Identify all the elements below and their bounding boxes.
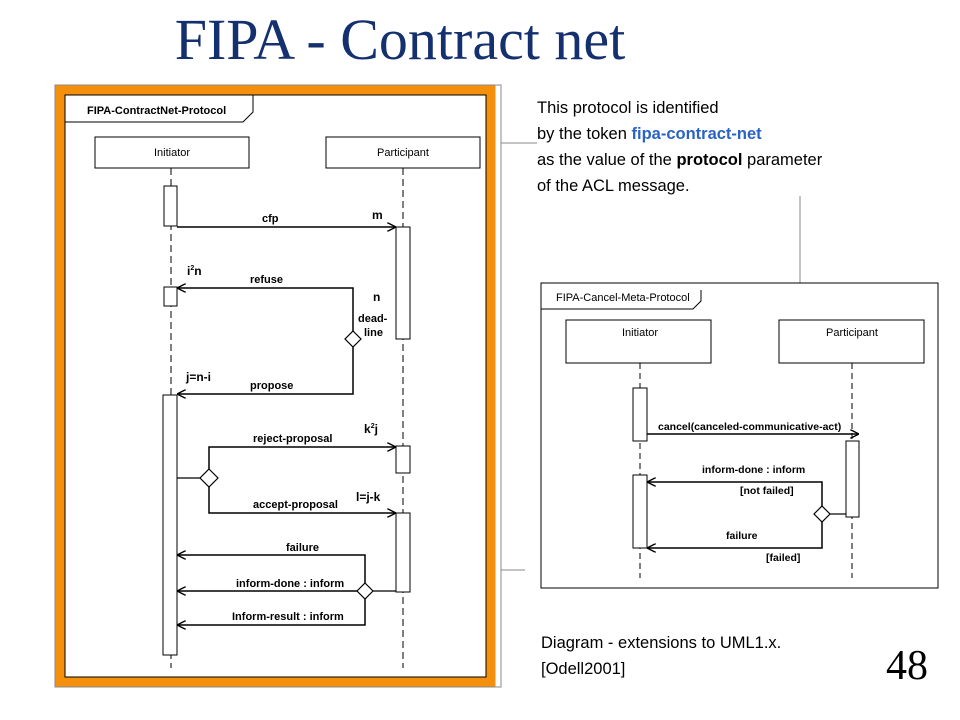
caption-line-1: Diagram - extensions to UML1.x. (541, 634, 782, 652)
cancel-meta-frame-label: FIPA-Cancel-Meta-Protocol (556, 292, 690, 304)
n-annotation: n (373, 290, 380, 304)
cancel-inform-done-arrow (647, 482, 823, 506)
inform-done-label: inform-done : inform (236, 578, 344, 590)
cancel-failure-label: failure (726, 530, 758, 542)
note-line-3-prefix: as the value of the (537, 151, 677, 169)
note-line-3-suffix: parameter (742, 151, 823, 169)
accept-proposal-arrow (208, 487, 396, 513)
participant-label: Participant (377, 147, 429, 159)
contract-net-outer-frame (54, 84, 502, 688)
protocol-note: This protocol is identified by the token… (537, 95, 937, 199)
cancel-inform-done-label: inform-done : inform (702, 464, 805, 476)
propose-label: propose (250, 380, 293, 392)
contract-net-label-tab (65, 95, 254, 123)
failure-arrow (177, 555, 366, 583)
participant-head (325, 136, 481, 169)
contract-net-frame-label: FIPA-ContractNet-Protocol (87, 105, 226, 117)
contract-net-diagram: FIPA-ContractNet-Protocol Initiator Part… (54, 84, 502, 688)
protocol-token: fipa-contract-net (631, 125, 762, 143)
diagram-caption: Diagram - extensions to UML1.x. [Odell20… (541, 630, 901, 682)
cfp-label: cfp (262, 213, 279, 225)
initiator-activation (162, 394, 178, 656)
cancel-participant-label: Participant (826, 327, 878, 339)
note-line-2-prefix: by the token (537, 125, 632, 143)
reject-proposal-label: reject-proposal (253, 433, 332, 445)
refuse-label: refuse (250, 274, 283, 286)
initiator-activation (163, 286, 178, 307)
not-failed-guard: [not failed] (740, 485, 794, 497)
note-line-3: as the value of the protocol parameter (537, 147, 937, 173)
page-number: 48 (886, 643, 928, 689)
protocol-keyword: protocol (676, 151, 743, 169)
cancel-label: cancel(canceled-communicative-act) (658, 421, 841, 433)
i2n-annotation: i2n (187, 264, 202, 278)
cancel-initiator-head (565, 319, 712, 364)
initiator-head (94, 136, 250, 169)
contract-net-orange-frame (55, 85, 496, 687)
reject-proposal-arrow (208, 447, 396, 469)
refuse-arrow (177, 288, 354, 336)
cancel-participant-activation (845, 440, 860, 518)
cancel-participant-head (778, 319, 925, 364)
deadline-annotation-2: line (364, 327, 383, 339)
ljk-annotation: l=j-k (356, 490, 381, 504)
inform-result-label: Inform-result : inform (232, 611, 344, 623)
cancel-meta-label-tab (541, 290, 702, 310)
cancel-initiator-activation (632, 387, 648, 442)
caption-reference: [Odell2001] (541, 660, 626, 678)
note-line-2: by the token fipa-contract-net (537, 121, 937, 147)
initiator-label: Initiator (154, 147, 190, 159)
cancel-initiator-activation (632, 474, 648, 549)
slide-title: FIPA - Contract net (174, 7, 626, 72)
note-line-4: of the ACL message. (537, 177, 690, 195)
initiator-activation (163, 185, 178, 227)
jni-annotation: j=n-i (185, 370, 211, 384)
failure-label: failure (286, 542, 319, 554)
cancel-failure-arrow (647, 522, 823, 548)
cancel-initiator-label: Initiator (622, 327, 658, 339)
k2j-annotation: k2j (364, 422, 378, 436)
failed-guard: [failed] (766, 552, 800, 564)
accept-proposal-label: accept-proposal (253, 499, 338, 511)
participant-activation (395, 226, 411, 340)
participant-activation (395, 512, 411, 593)
contract-net-inner-frame (64, 94, 487, 678)
participant-activation (395, 445, 411, 474)
cancel-meta-diagram: FIPA-Cancel-Meta-Protocol Initiator Part… (540, 282, 939, 589)
inform-result-arrow (177, 599, 366, 625)
m-annotation: m (372, 208, 383, 222)
propose-arrow (177, 347, 354, 394)
note-line-1: This protocol is identified (537, 99, 719, 117)
deadline-annotation-1: dead- (358, 313, 388, 325)
